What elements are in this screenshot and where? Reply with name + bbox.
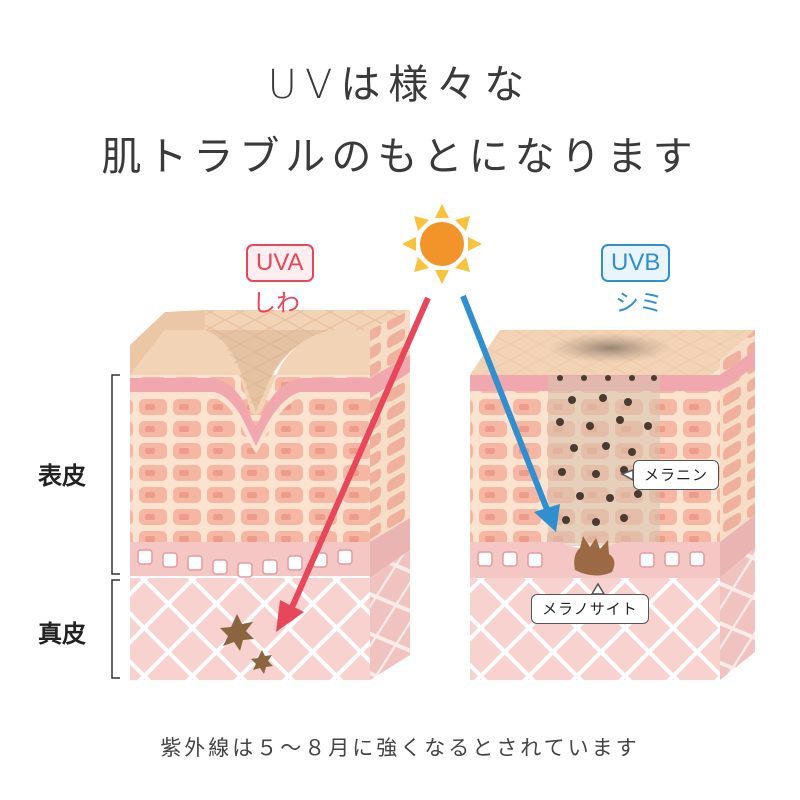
caption: 紫外線は５〜８月に強くなるとされています [160,736,640,760]
uvb-badge: UVB [601,244,671,282]
sun-icon [402,204,482,284]
uva-effect-label: しわ [252,289,300,317]
melanocyte [574,536,615,576]
dark-spot [548,333,672,363]
layer-brackets [111,374,120,679]
uvb-arrow [460,294,560,532]
melanin-callout: メラニン [633,460,720,490]
dermis-label: 真皮 [38,620,86,648]
uva-skin-block [130,310,410,680]
uvb-effect-label: シミ [615,289,663,317]
title-line-1: UVは様々な [267,62,533,108]
melanocyte-callout: メラノサイト [531,594,649,624]
uvb-skin-block [470,330,755,680]
epidermis-label: 表皮 [38,462,86,490]
melanin-granules [556,375,657,526]
title-line-2: 肌トラブルのもとになります [101,134,699,180]
uva-arrow [276,296,431,632]
uva-badge: UVA [246,244,314,282]
collagen-damage [220,614,273,674]
